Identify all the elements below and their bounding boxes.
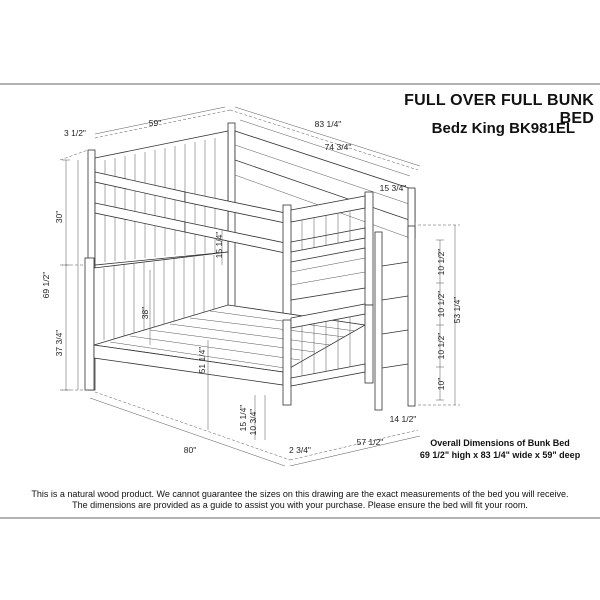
front-left-post [84,257,95,391]
dim-rail-mid: 15 1/4" [214,232,224,259]
upper-deck-side [290,247,366,301]
front-right-post-upper [282,204,292,321]
overall-heading: Overall Dimensions of Bunk Bed [430,438,570,448]
disclaimer-line-1: This is a natural wood product. We canno… [31,489,569,499]
front-right-post-lower [282,319,292,406]
front-far-post-upper [364,191,374,306]
overall-values: 69 1/2" high x 83 1/4" wide x 59" deep [419,450,581,460]
dim-inner-width: 74 3/4" [325,142,352,152]
dim-ladder-bottom: 10" [436,378,446,390]
dim-ladder-step-1: 10 1/2" [436,249,446,276]
dim-ladder-step-2: 10 1/2" [436,291,446,318]
dim-ladder-step-3: 10 1/2" [436,333,446,360]
bunk-bed-drawing: 3 1/2" 59" 83 1/4" 74 3/4" 15 3/4" 30" 6… [41,106,462,467]
dim-depth: 59" [149,118,161,128]
dim-upper-rail-height: 30" [54,211,64,223]
dim-lower-headboard: 38" [140,307,150,319]
dimension-lines [62,106,456,467]
dim-guardrail-height: 15 3/4" [380,183,407,193]
dimension-guides [59,109,460,461]
dim-total-height: 69 1/2" [41,272,51,299]
dim-lower-front: 51 1/4" [197,347,207,374]
dim-bottom-clearance-2: 10 3/4" [248,409,258,436]
dim-bottom-clearance-1: 15 1/4" [238,405,248,432]
upper-footboard-top [290,195,366,223]
front-far-post-lower [364,304,374,384]
dim-ladder-height: 53 1/4" [452,297,462,324]
dim-lower-height: 37 3/4" [54,330,64,357]
dim-ladder-width: 14 1/2" [390,414,417,424]
ladder [374,225,416,411]
dim-width: 83 1/4" [315,119,342,129]
dim-mattress-length: 80" [184,445,196,455]
dim-inner-depth: 57 1/2" [357,437,384,447]
model-name: Bedz King BK981EL [431,120,575,137]
lower-footboard-slats [301,317,351,385]
page-title: FULL OVER FULL BUNK BED [404,92,594,127]
upper-footboard-slats [301,211,351,250]
disclaimer: This is a natural wood product. We canno… [0,489,600,511]
dim-rail-thickness: 2 3/4" [289,445,311,455]
dim-post-offset: 3 1/2" [64,128,86,138]
disclaimer-line-2: The dimensions are provided as a guide t… [72,500,528,510]
